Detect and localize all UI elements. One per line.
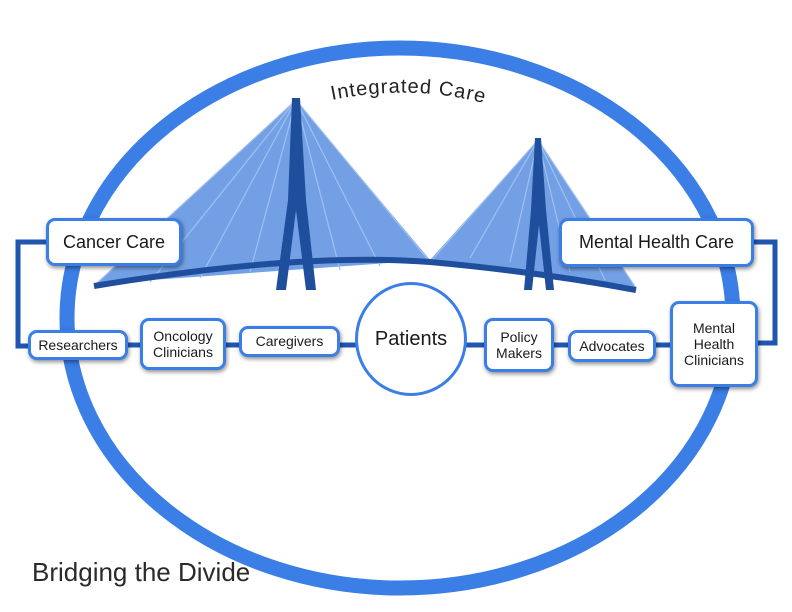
connector-bracket xyxy=(752,239,778,346)
patients-circle: Patients xyxy=(355,282,467,396)
caregivers-box: Caregivers xyxy=(239,326,340,357)
researchers-box: Researchers xyxy=(28,330,128,360)
mental-health-care-box: Mental Health Care xyxy=(559,218,754,267)
policy-makers-box: Policy Makers xyxy=(484,318,554,372)
cancer-care-box: Cancer Care xyxy=(46,218,182,266)
researchers-label: Researchers xyxy=(38,336,118,353)
policy-makers-label: Policy Makers xyxy=(496,328,542,361)
footer-title: Bridging the Divide xyxy=(32,557,251,587)
connector-bracket xyxy=(15,239,48,349)
advocates-box: Advocates xyxy=(568,330,656,362)
mental-health-clinicians-box: Mental Health Clinicians xyxy=(670,301,758,387)
advocates-label: Advocates xyxy=(579,337,645,354)
mental-health-care-label: Mental Health Care xyxy=(578,232,735,253)
arc-label: Integrated Care xyxy=(329,76,489,109)
caregivers-label: Caregivers xyxy=(255,333,324,350)
oncology-clinicians-label: Oncology Clinicians xyxy=(153,327,213,360)
cancer-care-label: Cancer Care xyxy=(62,231,166,252)
oncology-clinicians-box: Oncology Clinicians xyxy=(140,318,226,370)
patients-label: Patients xyxy=(374,327,448,350)
mental-health-clinicians-label: Mental Health Clinicians xyxy=(684,319,744,369)
